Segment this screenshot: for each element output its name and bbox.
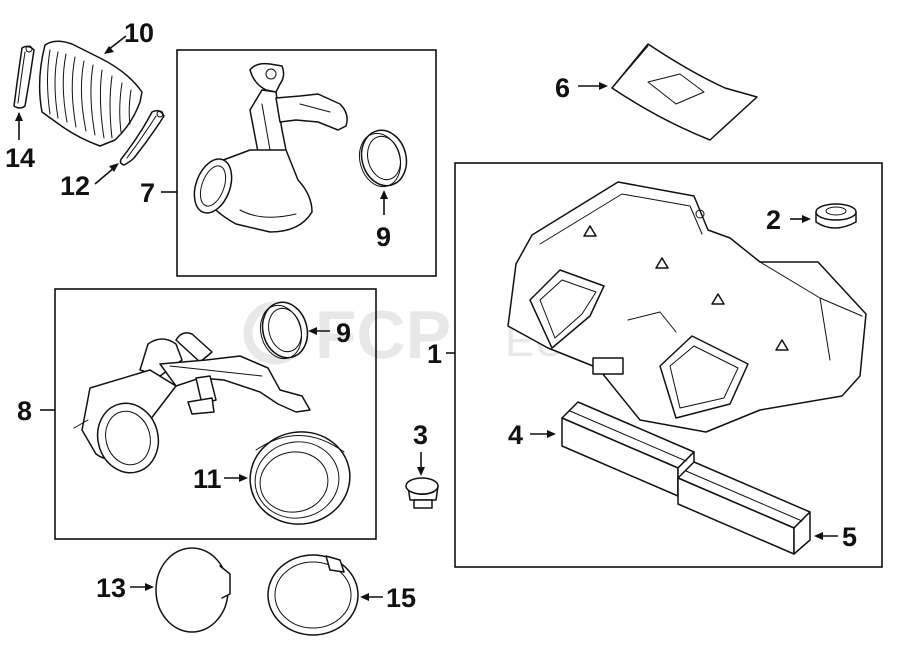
- intake-boot-part: [38, 40, 143, 147]
- callout-12: 12: [60, 171, 90, 201]
- intake-duct-upper-part: [193, 62, 348, 233]
- mount-part: [405, 477, 439, 509]
- callout-4: 4: [508, 420, 523, 450]
- group-box-lower-duct: [54, 288, 377, 540]
- callout-9-lower: 9: [336, 318, 351, 348]
- callout-10: 10: [124, 18, 154, 48]
- callout-8: 8: [17, 396, 32, 426]
- clamp-small-part: [13, 45, 35, 109]
- callout-2: 2: [766, 205, 781, 235]
- callout-9-upper: 9: [376, 222, 391, 252]
- group-box-upper-duct: [176, 49, 437, 277]
- gasket-oval-part: [267, 554, 359, 636]
- intake-manifold-cover-part: [507, 181, 867, 433]
- callout-7: 7: [140, 178, 155, 208]
- intake-duct-lower-part: [73, 332, 311, 474]
- callout-15: 15: [386, 583, 416, 613]
- seal-ring-lower-part: [259, 301, 309, 360]
- callout-1: 1: [427, 339, 442, 369]
- heat-shield-part: [611, 43, 758, 141]
- callout-14: 14: [5, 143, 35, 173]
- clamp-part: [119, 109, 165, 166]
- callout-3: 3: [413, 420, 428, 450]
- watermark-main: FCP: [315, 297, 451, 373]
- seal-large-part: [249, 431, 351, 525]
- seal-ring-upper-part: [358, 129, 408, 188]
- callout-5: 5: [842, 522, 857, 552]
- group-box-manifold: [454, 162, 883, 568]
- callout-6: 6: [555, 73, 570, 103]
- gasket-part: [155, 547, 231, 633]
- callout-11: 11: [193, 464, 222, 494]
- grommet-part: [815, 203, 857, 229]
- callout-13: 13: [96, 573, 126, 603]
- air-filter-right-part: [677, 461, 811, 555]
